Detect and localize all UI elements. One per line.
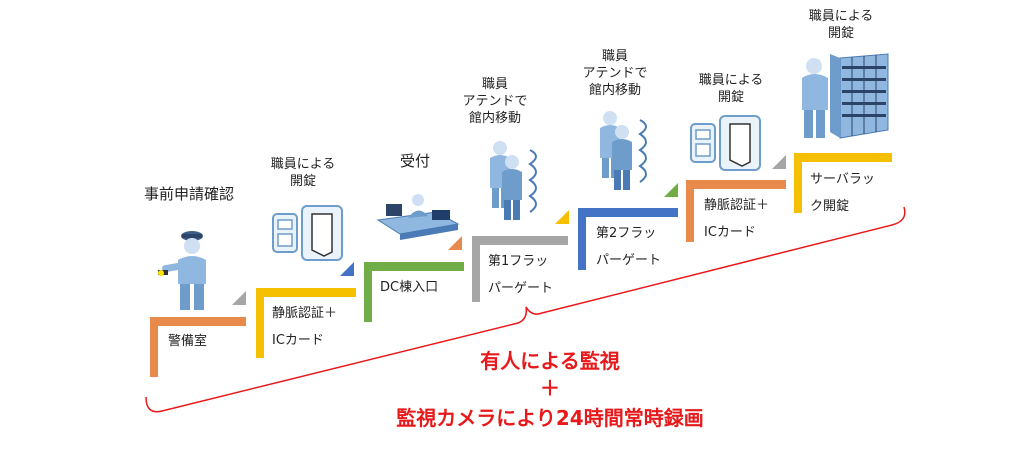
step-6-caption: 職員による 開錠 (698, 73, 764, 105)
reception-icon (376, 194, 460, 240)
step-5-riser (578, 208, 586, 270)
staff-escort-icon (600, 111, 647, 190)
step-3-caption: 受付 (399, 152, 430, 170)
step-4-label-line-1: 第1フラッ (488, 254, 549, 269)
step-4-label-line-2: パーゲート (488, 281, 554, 296)
step-6-label-line-2: ICカード (704, 225, 756, 240)
guard-icon (158, 231, 206, 310)
bracket (145, 206, 906, 413)
step-7-label-line-1: サーバラッ (810, 172, 875, 187)
step-3-corner-triangle (448, 236, 462, 250)
step-2-caption: 職員による 開錠 (270, 157, 336, 189)
step-5-tread (578, 208, 678, 217)
step-7-riser (794, 153, 802, 213)
step-6-tread (686, 180, 786, 189)
server-rack-icon (802, 53, 889, 139)
step-1-riser (150, 317, 158, 377)
step-2-label-line-1: 静脈認証＋ (272, 306, 338, 321)
step-4-riser (472, 236, 480, 302)
step-2-riser (256, 288, 264, 358)
step-1-caption: 事前申請確認 (143, 185, 234, 203)
step-4-caption: 職員 アテンドで 館内移動 (462, 77, 528, 126)
door-lock-icon (272, 205, 343, 261)
step-1-corner-triangle (232, 291, 246, 305)
step-3-riser (364, 262, 372, 322)
summary-line-1: 有人による監視 (480, 349, 620, 373)
step-2-tread (256, 288, 356, 297)
step-7-label-line-2: ク開錠 (810, 199, 850, 214)
staff-escort-icon (490, 141, 537, 220)
step-2-label-line-2: ICカード (272, 333, 324, 348)
step-6-riser (686, 180, 694, 242)
step-4-tread (472, 236, 568, 245)
step-7-tread (794, 153, 892, 162)
step-5-caption: 職員 アテンドで 館内移動 (582, 49, 648, 98)
step-3-tread (364, 262, 464, 271)
step-1-tread (150, 317, 246, 326)
step-1-label: 警備室 (168, 334, 208, 349)
step-5-label-line-1: 第2フラッ (596, 226, 657, 241)
step-5-label-line-2: パーゲート (596, 253, 662, 268)
step-6-corner-triangle (772, 155, 786, 169)
summary-plus: ＋ (540, 376, 560, 400)
step-7-caption: 職員による 開錠 (808, 9, 874, 41)
step-6-label-line-1: 静脈認証＋ (704, 198, 770, 213)
step-4-corner-triangle (555, 210, 569, 224)
summary-line-2: 監視カメラにより24時間常時録画 (396, 406, 704, 430)
step-3-label: DC棟入口 (380, 280, 439, 295)
step-5-corner-triangle (664, 183, 678, 197)
door-lock-icon (690, 115, 761, 171)
step-2-corner-triangle (340, 262, 354, 276)
